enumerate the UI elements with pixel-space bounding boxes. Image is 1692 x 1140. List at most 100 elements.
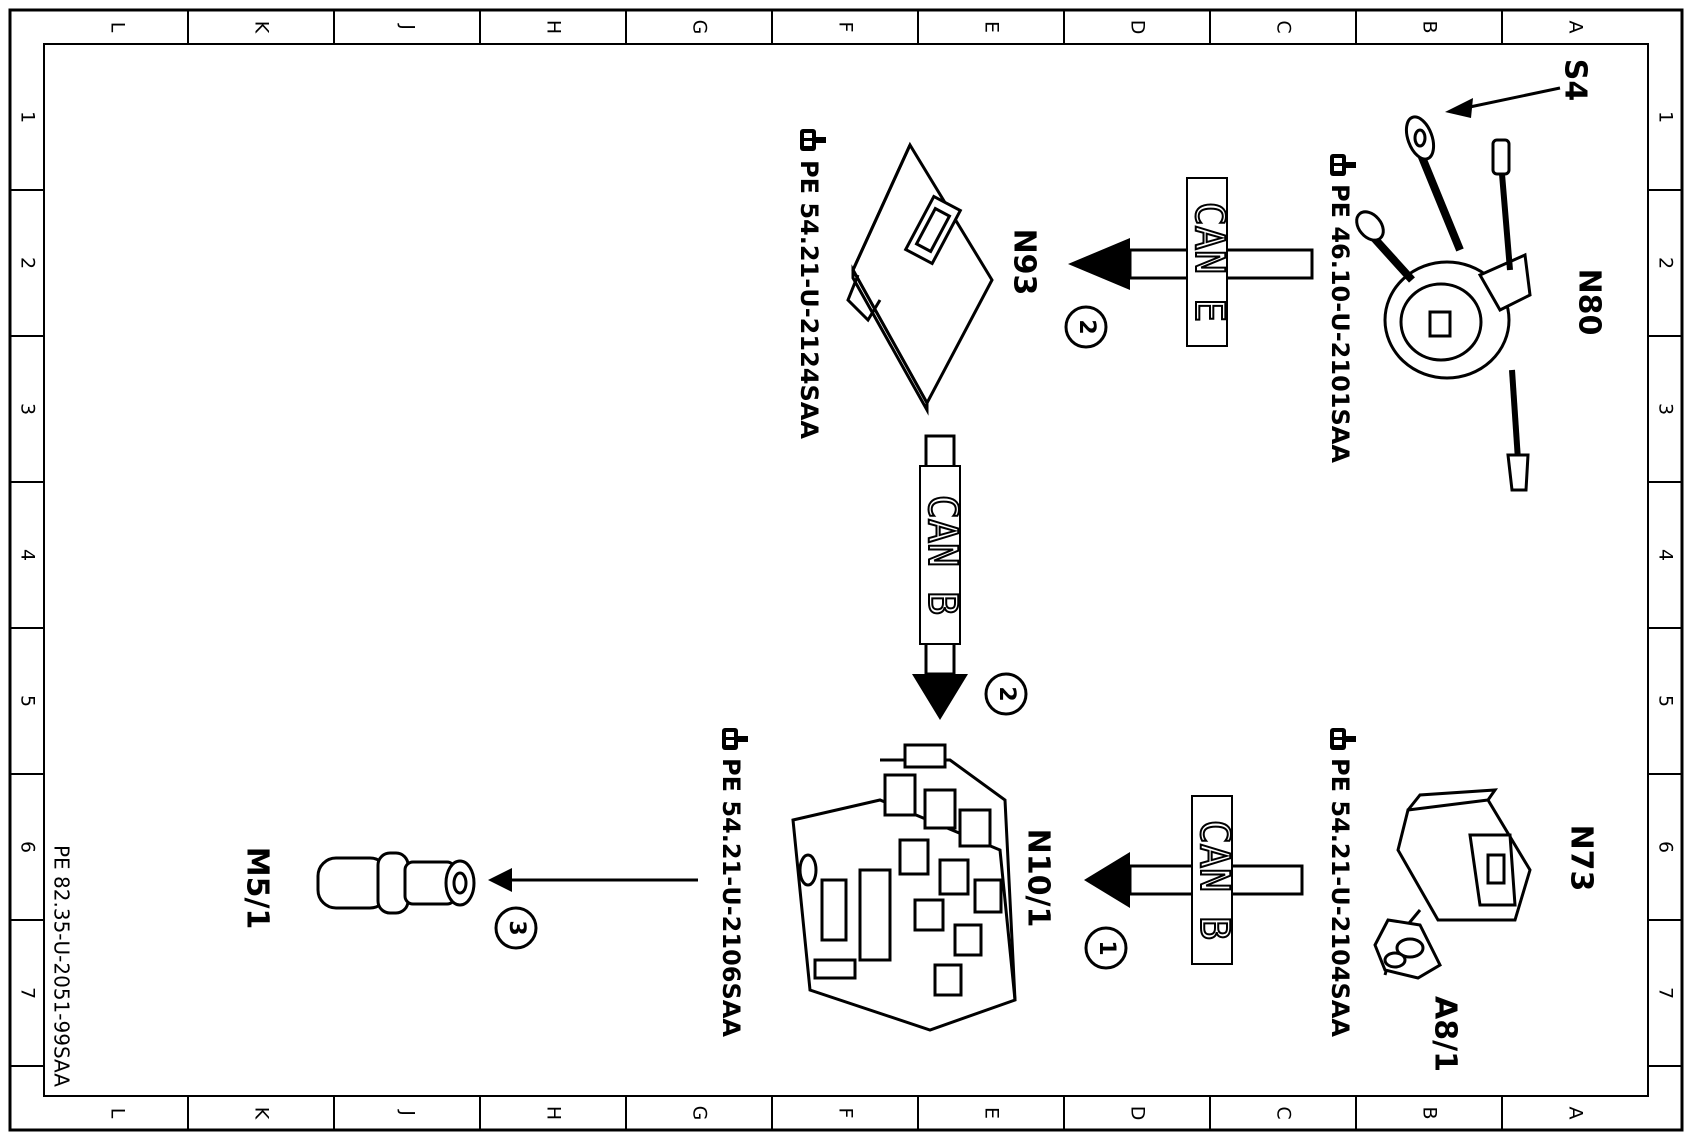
n73-label: N73 [1564,825,1599,892]
n93-body-top [851,141,994,407]
s4-pointer [1445,86,1561,118]
n80-stalk-upper-tip [1413,128,1427,148]
connection-number: 2 [1074,319,1099,334]
n10-label: N10/1 [1021,829,1056,928]
column-dividers [187,10,1503,1130]
n10-to-m5-line [488,868,698,892]
can-b-vertical-label: CAN B [919,495,965,615]
row-labels-left: 1 2 3 4 5 6 7 [17,111,39,999]
column-labels-bottom: A B C D E F G H J K L [107,1106,1587,1121]
n10-reference: PE 54.21-U-2106SAA [717,758,745,1037]
connection-circle [1064,305,1108,349]
row-label: 3 [17,403,39,415]
m5-label: M5/1 [240,847,275,930]
column-labels-top: A B C D E F G H J K L [107,20,1587,35]
n93-gateway-module [846,141,994,416]
n80-stalk-right-knob [1491,138,1511,176]
column-label: A [1565,1107,1587,1120]
row-label: 4 [17,549,39,561]
n80-stalk-lower [1509,369,1521,461]
column-label: J [397,1109,419,1116]
n93-connector-pin [914,206,952,254]
connection-marker: 3 [494,906,538,950]
connection-marker: 2 [984,672,1028,716]
can-e-label: CAN E [1186,202,1232,322]
reference-hand-icon [800,129,826,151]
can-b-lower-label: CAN B [1191,820,1237,940]
n80-reference: PE 46.10-U-2101SAA [1326,184,1354,463]
column-label: C [1273,20,1295,33]
column-label: K [251,21,273,34]
connection-circle [984,672,1028,716]
column-label: E [981,21,1003,33]
can-b-lower-bus: CAN B [1084,795,1304,965]
row-label: 5 [1655,695,1677,707]
n10-relay [913,898,945,932]
row-label: 1 [1655,111,1677,123]
n10-relay [938,858,970,896]
row-label: 2 [1655,257,1677,269]
n93-reference: PE 54.21-U-2124SAA [795,160,823,439]
can-b-vertical-bus: CAN B [912,434,968,720]
can-e-arrowhead [1068,238,1130,290]
n93-latch [846,274,882,323]
column-label: C [1273,1106,1295,1119]
n10-mount-hole [798,853,818,887]
a8-label: A8/1 [1428,996,1463,1072]
row-label: 4 [1655,549,1677,561]
reference-hand-icon [722,728,748,750]
n93-label: N93 [1007,229,1042,296]
n80-hub-key [1428,310,1452,338]
n10-sam-module [791,743,1017,1032]
document-id: PE 82.35-U-2051-99SAA [50,845,74,1087]
n80-stalk-left-knob [1355,210,1385,242]
s4-label: S4 [1558,59,1593,101]
can-b-lower-arrowhead [1084,852,1130,908]
can-b-vertical-arrowhead [912,674,968,720]
column-label: B [1419,20,1441,33]
a8-key-button [1383,951,1407,969]
row-label: 1 [17,111,39,123]
row-label: 2 [17,257,39,269]
column-label: G [689,1106,711,1121]
a8-transmitter-key [1373,918,1442,980]
connection-circle [1084,926,1128,970]
connection-number: 1 [1094,940,1119,955]
inner-frame [43,43,1649,1097]
n10-relay [923,788,957,830]
n73-ignition-switch [1383,788,1532,976]
can-b-lower-label-box [1191,795,1233,965]
connection-circle [494,906,538,950]
row-label: 5 [17,695,39,707]
n10-relay [933,963,963,997]
column-label: E [981,1107,1003,1119]
n73-connector [1486,853,1506,885]
n10-relay [958,808,992,848]
column-label: L [107,22,129,33]
n93-edge [851,144,912,278]
connection-marker: 1 [1084,926,1128,970]
n10-relay [898,838,930,876]
can-b-vertical-label-box [919,465,961,645]
column-label: H [543,20,565,34]
n10-fuse-bank [813,958,857,980]
column-label: L [107,1108,129,1119]
n10-relay [883,773,917,817]
n80-label: N80 [1572,269,1607,336]
can-e-bus: CAN E [1068,177,1314,347]
column-label: H [543,1106,565,1120]
a8-key-button [1395,937,1425,959]
row-label: 3 [1655,403,1677,415]
column-label: J [397,23,419,30]
connection-number: 3 [504,920,529,935]
column-label: B [1419,1106,1441,1119]
column-label: F [835,1108,857,1119]
reference-hand-icon [1330,728,1356,750]
reference-hand-icon [1330,154,1356,176]
column-label: D [1127,1106,1149,1121]
m5-motor [316,851,476,915]
row-label: 6 [1655,841,1677,853]
connection-number: 2 [994,686,1019,701]
row-label: 6 [17,841,39,853]
